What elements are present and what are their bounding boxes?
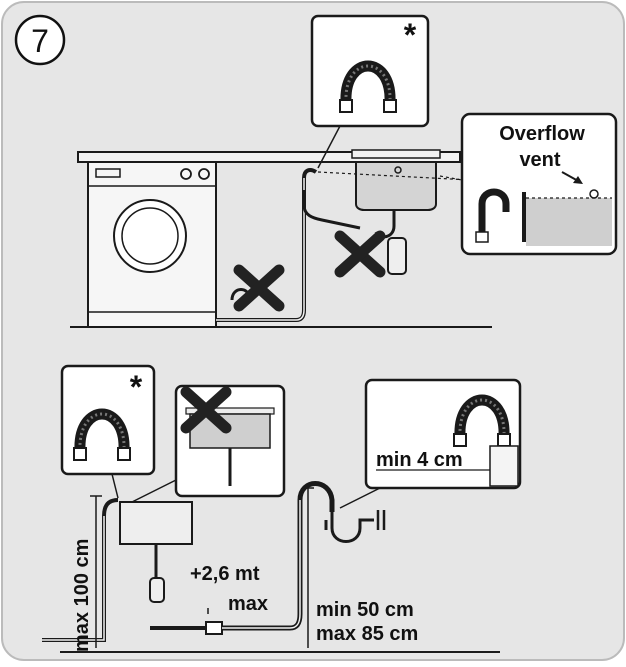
sink-icon (119, 501, 193, 603)
min-4cm-callout: min 4 cm (339, 378, 522, 509)
counter-top (77, 151, 461, 163)
hose-hook-callout-top: * (310, 14, 430, 169)
washing-machine-icon (87, 161, 217, 328)
step-number-badge: 7 (14, 14, 66, 66)
standpipe-icon (324, 510, 386, 543)
asterisk-bottom: * (130, 369, 143, 405)
sink-icon (351, 149, 441, 275)
min-50cm-label: min 50 cm (316, 599, 414, 621)
overflow-vent-callout: Overflow vent (439, 112, 618, 256)
wrong-sink-callout (131, 384, 286, 503)
max-85cm-label: max 85 cm (316, 623, 418, 645)
vent-label: vent (519, 149, 560, 171)
step-number: 7 (31, 23, 49, 59)
hose-hook-callout-bottom: * (60, 364, 156, 499)
max-label: max (228, 593, 268, 615)
asterisk-top: * (404, 17, 417, 53)
plus-26mt-label: +2,6 mt (190, 563, 260, 585)
water-level-dashed (317, 171, 471, 181)
max-100cm-label: max 100 cm (71, 539, 93, 652)
overflow-label: Overflow (499, 123, 585, 145)
min-4cm-label: min 4 cm (376, 449, 463, 471)
